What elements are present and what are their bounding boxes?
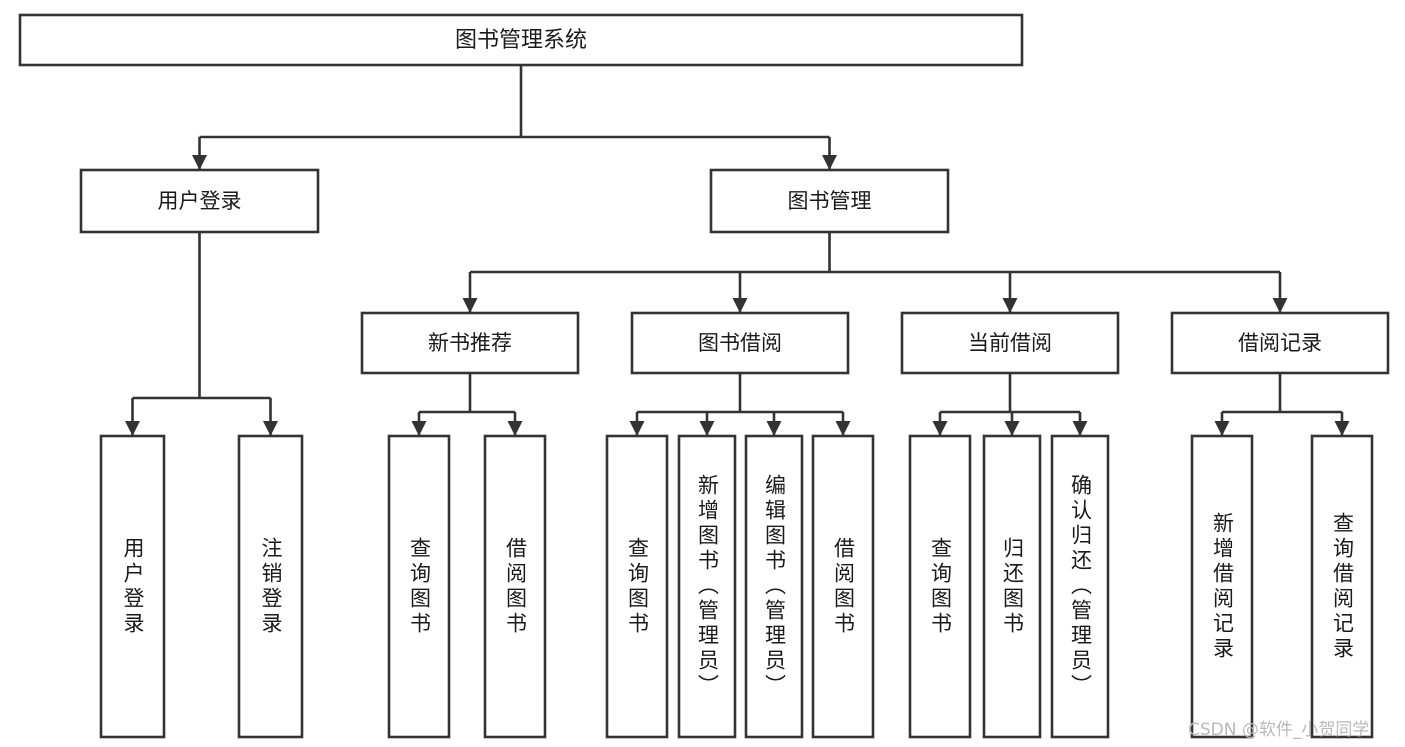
leaf-new-book-rec-arrow-0 (411, 421, 427, 436)
connector-edges (125, 65, 1350, 436)
node-current-borrow[interactable]: 当前借阅 (900, 311, 1120, 375)
node-book-borrow[interactable]: 图书借阅 (630, 311, 850, 375)
node-borrow-record-rect[interactable] (1170, 311, 1390, 375)
leaf-new-book-rec-arrow-1 (507, 421, 523, 436)
node-leaf-query-book-1[interactable] (387, 434, 451, 739)
node-leaf-edit-book[interactable] (744, 434, 804, 739)
node-leaf-return-book[interactable] (982, 434, 1042, 739)
leaf-user-login-arrow-0 (125, 421, 140, 436)
node-root[interactable]: 图书管理系统 (18, 13, 1024, 67)
node-leaf-query-book-3-rect[interactable] (908, 434, 972, 739)
leaf-book-borrow-arrow-0 (629, 421, 645, 436)
leaf-current-borrow-arrow-0 (932, 421, 948, 436)
node-leaf-query-book-1-rect[interactable] (387, 434, 451, 739)
leaf-user-login-arrow-1 (263, 421, 278, 436)
leaf-current-borrow-arrow-2 (1072, 421, 1088, 436)
node-leaf-edit-book-rect[interactable] (744, 434, 804, 739)
node-leaf-add-book-rect[interactable] (677, 434, 737, 739)
node-new-book-rec-label: 新书推荐 (428, 331, 512, 355)
book-manage-arrow-1 (732, 298, 748, 313)
leaf-borrow-record-arrow-1 (1334, 421, 1350, 436)
node-book-manage-rect[interactable] (709, 168, 950, 234)
node-leaf-borrow-book-2-rect[interactable] (811, 434, 875, 739)
node-current-borrow-label: 当前借阅 (968, 331, 1052, 355)
node-leaf-query-book-3[interactable] (908, 434, 972, 739)
node-new-book-rec[interactable]: 新书推荐 (360, 311, 580, 375)
leaf-current-borrow-arrow-1 (1004, 421, 1020, 436)
node-leaf-borrow-book-1[interactable] (483, 434, 547, 739)
node-user-login-label: 用户登录 (158, 189, 242, 213)
leaf-book-borrow-arrow-1 (699, 421, 715, 436)
node-leaf-query-record[interactable] (1310, 434, 1374, 739)
node-leaf-borrow-book-1-rect[interactable] (483, 434, 547, 739)
node-book-manage[interactable]: 图书管理 (709, 168, 950, 234)
root-arrow-1 (822, 155, 837, 170)
node-root-rect[interactable] (18, 13, 1024, 67)
node-leaf-user-login-rect[interactable] (99, 434, 166, 739)
node-user-login[interactable]: 用户登录 (79, 168, 320, 234)
node-leaf-query-record-rect[interactable] (1310, 434, 1374, 739)
node-leaf-add-record-rect[interactable] (1190, 434, 1254, 739)
leaf-book-borrow-arrow-3 (835, 421, 851, 436)
node-leaf-logout[interactable] (237, 434, 304, 739)
node-current-borrow-rect[interactable] (900, 311, 1120, 375)
node-book-manage-label: 图书管理 (788, 189, 872, 213)
node-leaf-confirm-return-rect[interactable] (1050, 434, 1110, 739)
book-manage-arrow-3 (1272, 298, 1288, 313)
root-arrow-0 (192, 155, 207, 170)
csdn-watermark: CSDN @软件_小贺同学 (1188, 720, 1370, 740)
node-leaf-user-login[interactable] (99, 434, 166, 739)
node-user-login-rect[interactable] (79, 168, 320, 234)
leaf-borrow-record-arrow-0 (1214, 421, 1230, 436)
node-leaf-query-book-2-rect[interactable] (605, 434, 669, 739)
node-book-borrow-rect[interactable] (630, 311, 850, 375)
node-new-book-rec-rect[interactable] (360, 311, 580, 375)
node-leaf-add-book[interactable] (677, 434, 737, 739)
node-book-borrow-label: 图书借阅 (698, 331, 782, 355)
node-leaf-logout-rect[interactable] (237, 434, 304, 739)
node-leaf-borrow-book-2[interactable] (811, 434, 875, 739)
node-leaf-add-record[interactable] (1190, 434, 1254, 739)
node-leaf-confirm-return[interactable] (1050, 434, 1110, 739)
node-borrow-record[interactable]: 借阅记录 (1170, 311, 1390, 375)
node-leaf-return-book-rect[interactable] (982, 434, 1042, 739)
book-manage-arrow-0 (462, 298, 478, 313)
book-manage-arrow-2 (1002, 298, 1018, 313)
node-borrow-record-label: 借阅记录 (1238, 331, 1322, 355)
leaf-book-borrow-arrow-2 (766, 421, 782, 436)
node-root-label: 图书管理系统 (455, 28, 587, 53)
node-leaf-query-book-2[interactable] (605, 434, 669, 739)
